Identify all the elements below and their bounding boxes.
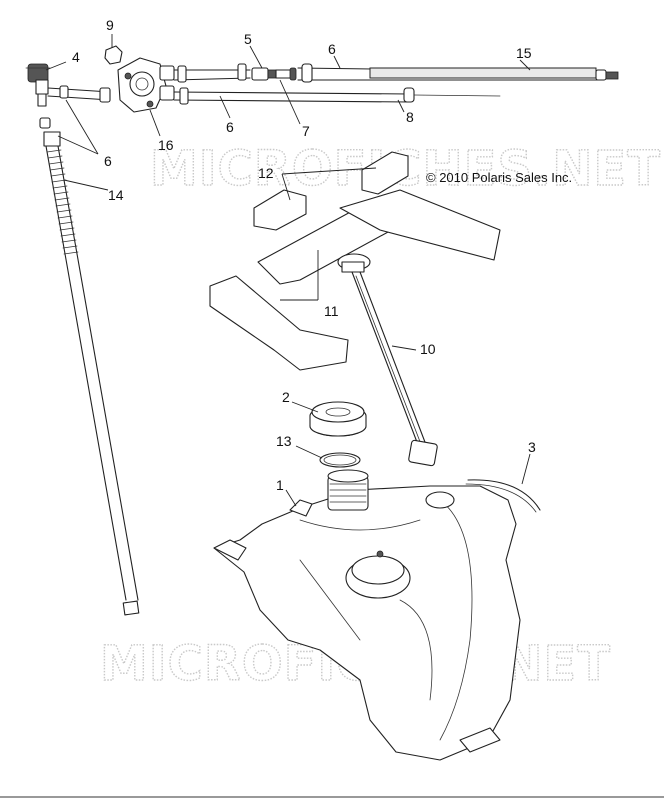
copyright-notice: © 2010 Polaris Sales Inc.	[426, 170, 572, 185]
callout-11: 11	[324, 303, 339, 319]
callout-3: 3	[528, 439, 536, 455]
callout-7: 7	[302, 123, 310, 139]
callout-1: 1	[276, 477, 284, 493]
wire-part-3	[467, 479, 541, 511]
sleeve-part-15	[369, 67, 597, 79]
callout-6-mid: 6	[226, 119, 234, 135]
callout-6-lower: 6	[104, 153, 112, 169]
fuel-tank-part-1	[213, 469, 521, 761]
callout-8: 8	[406, 109, 414, 125]
callout-14: 14	[108, 187, 124, 203]
callout-12: 12	[258, 165, 274, 181]
fuel-gauge-part-10	[337, 253, 438, 467]
cushion-part-11	[209, 189, 501, 371]
vent-fitting-part-4	[25, 63, 51, 107]
callout-10: 10	[420, 341, 436, 357]
callout-6-top: 6	[328, 41, 336, 57]
callout-2: 2	[282, 389, 290, 405]
callout-labels: 4 9 5 6 15 6 7 8 16 6 14 12 © 2010 Polar…	[72, 17, 572, 493]
upper-hose-assembly	[25, 45, 619, 147]
callout-15: 15	[516, 45, 532, 61]
callout-4: 4	[72, 49, 80, 65]
vent-tube-part-14	[45, 145, 140, 616]
cap-part-9	[104, 45, 123, 65]
pads-part-12	[253, 151, 409, 231]
fuel-cap-part-2	[309, 401, 367, 437]
callout-13: 13	[276, 433, 292, 449]
callout-16: 16	[158, 137, 174, 153]
leader-lines	[45, 34, 531, 507]
fitting-part-5	[251, 67, 297, 81]
callout-5: 5	[244, 31, 252, 47]
valve-part-16	[117, 57, 175, 113]
callout-9: 9	[106, 17, 114, 33]
